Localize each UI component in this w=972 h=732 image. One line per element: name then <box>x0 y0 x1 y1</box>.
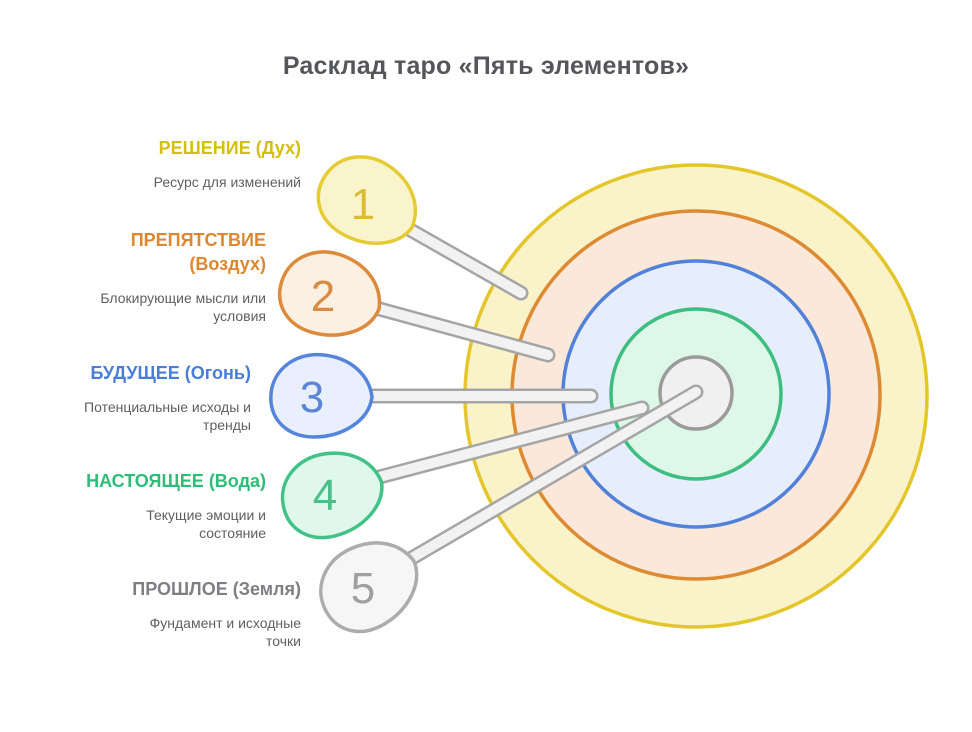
card-number-1: 1 <box>351 180 375 229</box>
stick-card-4 <box>360 400 650 488</box>
card-pin-4 <box>280 451 384 540</box>
card-number-2: 2 <box>311 272 335 321</box>
card-1-description: Ресурс для изменений <box>153 174 301 190</box>
stick-card-5 <box>392 384 704 573</box>
card-pin-5 <box>319 541 419 634</box>
card-3-description: Потенциальные исходы и тренды <box>84 399 251 433</box>
card-label-block-4: НАСТОЯЩЕЕ (Вода) Текущие эмоции и состоя… <box>86 469 266 542</box>
card-label-block-1: РЕШЕНИЕ (Дух) Ресурс для изменений <box>101 136 301 191</box>
card-1-label: РЕШЕНИЕ (Дух) <box>158 138 301 158</box>
card-pin-1 <box>316 155 417 245</box>
card-pin-3 <box>269 352 374 439</box>
card-5-description: Фундамент и исходные точки <box>149 615 301 649</box>
card-number-3: 3 <box>300 373 324 422</box>
stick-card-4-fill <box>363 403 647 485</box>
stick-card-2-fill <box>360 300 553 360</box>
pointer-sticks <box>352 216 704 573</box>
card-pins <box>269 155 419 634</box>
card-label-block-5: ПРОШЛОЕ (Земля) Фундамент и исходные точ… <box>116 577 301 650</box>
page-title: Расклад таро «Пять элементов» <box>282 52 690 80</box>
card-5-label: ПРОШЛОЕ (Земля) <box>132 579 301 599</box>
card-label-block-2: ПРЕПЯТСТВИЕ (Воздух) Блокирующие мысли и… <box>86 228 266 325</box>
card-4-description: Текущие эмоции и состояние <box>146 507 266 541</box>
card-number-4: 4 <box>313 471 337 520</box>
stick-card-2 <box>357 297 556 363</box>
card-3-label: БУДУЩЕЕ (Огонь) <box>90 363 251 383</box>
card-2-label: ПРЕПЯТСТВИЕ (Воздух) <box>130 230 266 274</box>
card-numbers: 1 2 3 4 5 <box>300 180 375 613</box>
card-label-block-3: БУДУЩЕЕ (Огонь) Потенциальные исходы и т… <box>71 361 251 434</box>
card-4-label: НАСТОЯЩЕЕ (Вода) <box>86 471 266 491</box>
stick-card-1-fill <box>395 219 526 298</box>
card-pin-2 <box>277 250 382 337</box>
card-2-description: Блокирующие мысли или условия <box>100 290 266 324</box>
card-number-5: 5 <box>351 564 375 613</box>
stick-card-5-fill <box>395 387 701 570</box>
stick-card-1 <box>392 216 529 301</box>
